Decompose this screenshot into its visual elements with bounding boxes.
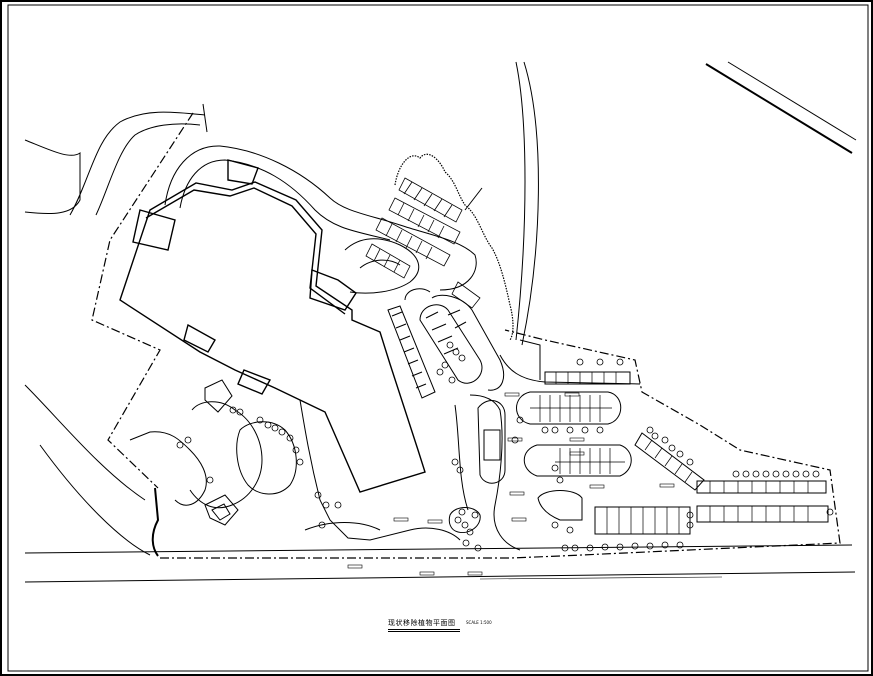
existing-plants (176, 341, 834, 552)
property-boundary (91, 112, 841, 559)
highway-lines (705, 61, 857, 154)
title-underline (388, 629, 460, 630)
drawing-title: 现状移除植物平面图 (388, 619, 456, 627)
bottom-road (24, 544, 856, 583)
drawing-scale: SCALE 1:500 (466, 620, 492, 625)
central-parking (387, 288, 504, 399)
east-parking (516, 371, 829, 535)
sheet-inner-border (7, 4, 869, 672)
access-road (515, 61, 539, 346)
main-building (119, 159, 426, 493)
garden-paths (129, 379, 506, 541)
shoreline (394, 153, 514, 341)
annotation-tags (347, 392, 675, 576)
title-underline-secondary (388, 631, 460, 632)
left-terrain-lines (24, 103, 208, 557)
drawing-title-block: 现状移除植物平面图 SCALE 1:500 (370, 618, 510, 634)
north-marker-line (464, 187, 483, 211)
upper-driveway (164, 145, 477, 294)
upper-parking-stalls (365, 177, 481, 309)
